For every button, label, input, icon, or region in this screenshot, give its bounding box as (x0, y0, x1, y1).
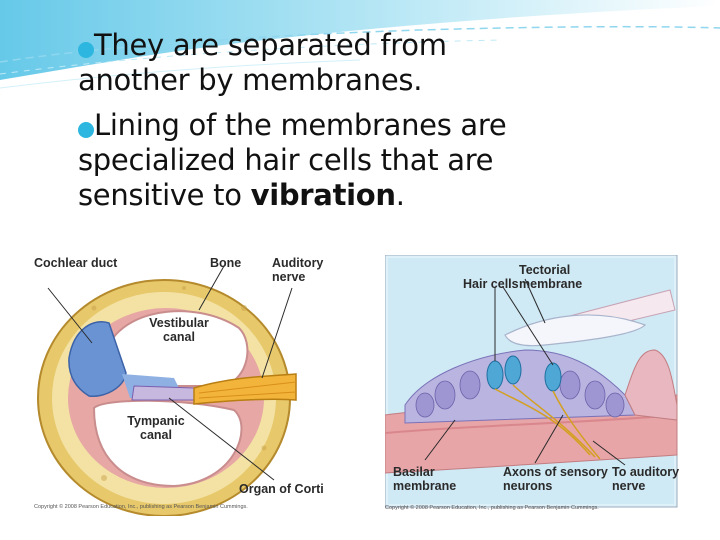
organ-of-corti-figure: Tectorial membrane Hair cells Basilar me… (384, 254, 690, 515)
header-swoosh-decoration (0, 0, 720, 89)
cochlea-cross-section-figure: Cochlear duct Bone Auditory nerve Vestib… (34, 248, 344, 517)
label-organ-of-corti: Organ of Corti (239, 482, 324, 496)
label-auditory-nerve: Auditory nerve (272, 256, 324, 284)
bullet-line: specialized hair cells that are (78, 143, 494, 177)
bullet-dot-icon (78, 122, 94, 138)
cochlea-illustration (37, 265, 297, 517)
bullet-text: sensitive to (78, 178, 251, 212)
label-tympanic-canal: Tympanic canal (127, 414, 185, 442)
bullet-list: They are separated from another by membr… (76, 28, 706, 213)
bullet-text: . (395, 178, 405, 212)
figure-copyright: Copyright © 2008 Pearson Education, Inc.… (385, 505, 599, 511)
label-tectorial-membrane: Tectorial membrane (519, 263, 583, 291)
organ-of-corti-illustration (384, 254, 678, 508)
label-axons-of-sensory-neurons: Axons of sensory neurons (503, 465, 608, 493)
bullet-line: Lining of the membranes are (94, 108, 507, 142)
bullet-text-bold: vibration (250, 178, 396, 212)
bullet-line: another by membranes. (78, 63, 423, 97)
bullet-item: They are separated from another by membr… (76, 28, 706, 98)
bullet-line: sensitive to vibration. (76, 178, 706, 213)
label-hair-cells: Hair cells (463, 277, 519, 291)
bullet-dot-icon (78, 42, 94, 58)
label-to-auditory-nerve: To auditory nerve (612, 465, 680, 493)
label-bone: Bone (210, 256, 242, 270)
label-basilar-membrane: Basilar membrane (393, 465, 457, 493)
label-cochlear-duct: Cochlear duct (34, 256, 118, 270)
figure-copyright: Copyright © 2008 Pearson Education, Inc.… (34, 504, 248, 510)
label-vestibular-canal: Vestibular canal (149, 316, 209, 344)
bullet-item: Lining of the membranes are specialized … (76, 108, 706, 213)
bullet-line: They are separated from (94, 28, 447, 62)
